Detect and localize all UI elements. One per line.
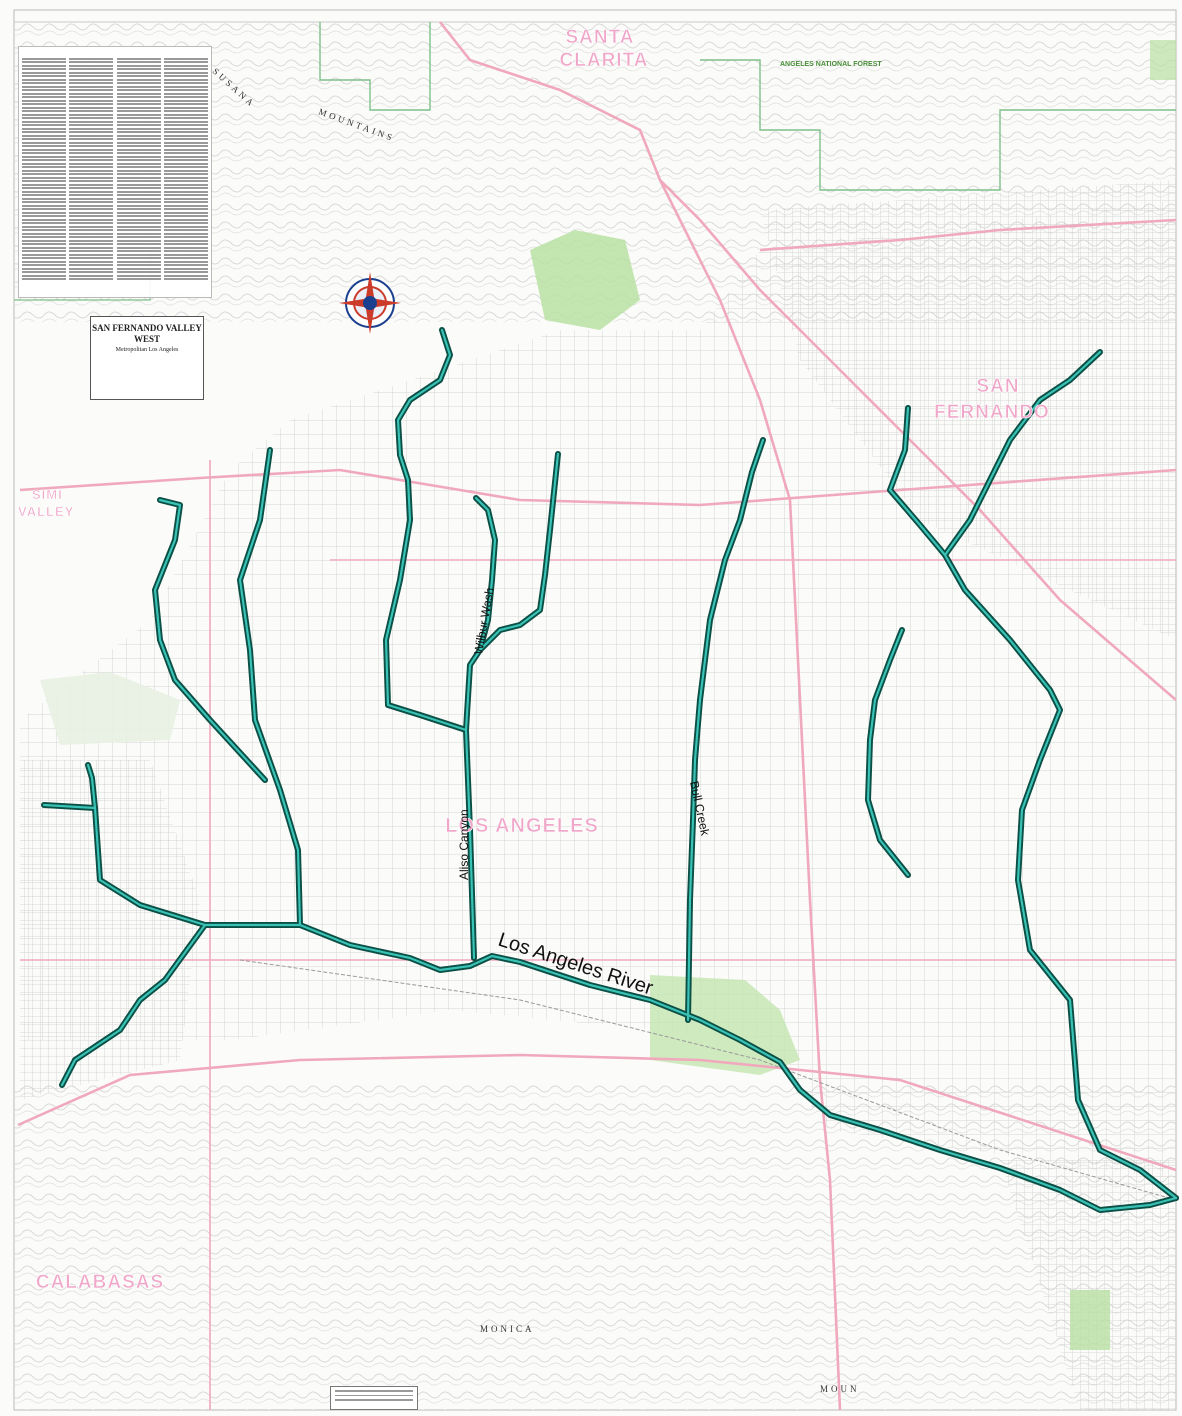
copyright-notice [330, 1386, 418, 1410]
label-los-angeles: LOS ANGELES [445, 815, 599, 837]
map-title: SAN FERNANDO VALLEY WEST [92, 323, 202, 344]
park-northeast [1150, 40, 1176, 80]
street-index-col-4 [163, 56, 208, 282]
street-index-col-1 [22, 56, 66, 282]
street-index-col-2 [69, 56, 114, 282]
label-san-fernando-line2: FERNANDO [934, 402, 1050, 423]
label-aliso-canyon: Aliso Canyon [457, 809, 471, 880]
label-santa-clarita-line2: CLARITA [560, 50, 649, 71]
freeway-5 [438, 21, 1177, 701]
forest-boundary-line [700, 59, 1176, 191]
reservoir-area [40, 672, 180, 745]
park-southeast [1070, 1290, 1110, 1350]
street-grid-san-fernando [760, 180, 1176, 640]
street-index-columns [19, 54, 211, 284]
major-roads [17, 21, 1177, 1411]
map-subtitle: Metropolitan Los Angeles [115, 347, 179, 353]
map-title-box: SAN FERNANDO VALLEY WEST Metropolitan Lo… [90, 316, 204, 400]
park-north [530, 230, 640, 330]
river-network [41, 327, 1179, 1213]
label-simi-line2: VALLEY [18, 504, 74, 519]
label-san-fernando-line1: SAN [976, 376, 1019, 397]
compass-rose-icon [339, 272, 401, 334]
freeway-405 [658, 179, 842, 1411]
freeway-118 [19, 468, 1177, 507]
label-simi-line1: SIMI [32, 487, 63, 502]
boundary-line-north [319, 22, 431, 111]
street-index-table [18, 46, 212, 298]
river-centerlines [42, 328, 1178, 1212]
railroad [239, 959, 1177, 1201]
street-grid-west-hills [20, 760, 200, 1100]
label-angeles-national-forest: ANGELES NATIONAL FOREST [780, 61, 882, 68]
road-northeast [759, 218, 1177, 252]
label-monica-2: MOUN [820, 1384, 860, 1394]
street-index-col-3 [116, 56, 161, 282]
label-calabasas: CALABASAS [36, 1272, 164, 1293]
street-grid-southeast [1000, 1160, 1176, 1410]
label-monica-1: MONICA [480, 1324, 535, 1334]
label-santa-clarita-line1: SANTA [565, 27, 634, 48]
freeway-101 [17, 1053, 1177, 1172]
